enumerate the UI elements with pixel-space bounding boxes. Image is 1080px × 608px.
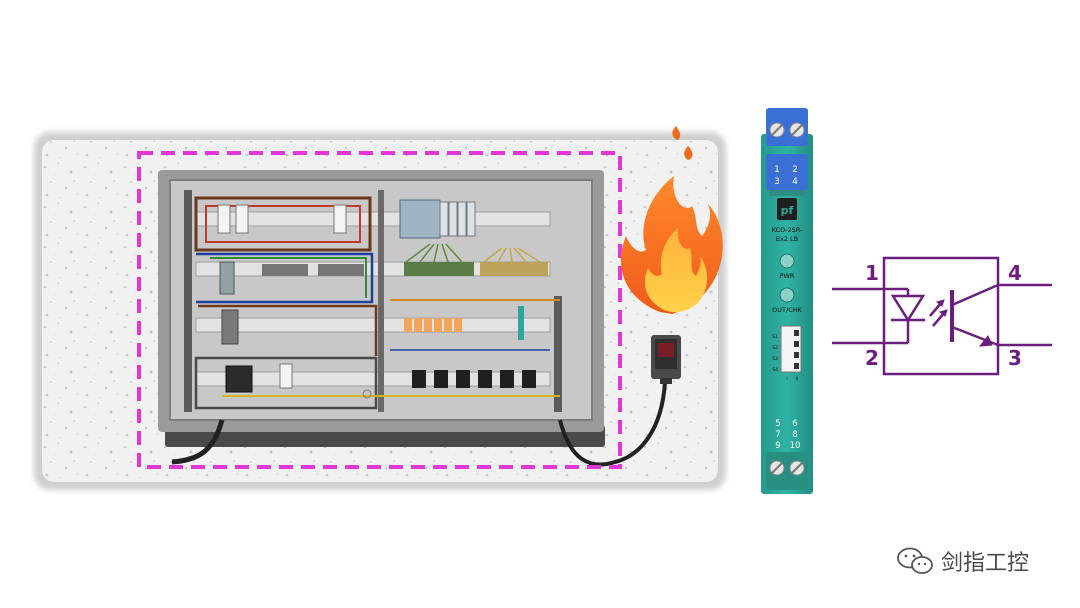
watermark: 剑指工控 — [895, 544, 1029, 578]
switch-label: S3 — [772, 356, 778, 362]
pin-label: 4 — [1008, 261, 1022, 285]
model-label: Ex2.LB — [776, 235, 798, 243]
switch-label: S1 — [772, 334, 778, 340]
photo-sensor — [651, 335, 681, 384]
terminal-label: 10 — [790, 441, 801, 451]
switch-pos-label: II — [796, 376, 799, 382]
led-pwr-label: PWR — [780, 272, 795, 280]
switch-label: S4 — [772, 367, 778, 373]
terminal-label: 1 — [774, 165, 780, 175]
pin-label: 2 — [865, 346, 879, 370]
model-label: KCD-2SR- — [772, 226, 803, 234]
terminal-label: 6 — [792, 419, 797, 429]
hazard-zone-boundary — [137, 151, 622, 469]
terminal-label: 8 — [792, 430, 797, 440]
switch-label: S2 — [772, 345, 778, 351]
isolator-module: 1 2 3 4 pf KCD-2SR- Ex2.LB PWR OUT/CHK S… — [761, 108, 813, 494]
pin-label: 3 — [1008, 346, 1022, 370]
wechat-icon — [897, 547, 933, 574]
switch-pos-label: I — [786, 376, 787, 382]
led-out-label: OUT/CHK — [772, 306, 802, 314]
fire-icon — [620, 126, 723, 314]
brand-logo: pf — [781, 204, 794, 217]
terminal-label: 2 — [792, 165, 798, 175]
terminal-label: 7 — [775, 430, 780, 440]
cable — [171, 419, 225, 465]
terminal-label: 9 — [775, 441, 780, 451]
terminal-label: 3 — [774, 177, 780, 187]
optocoupler-symbol — [832, 256, 1052, 376]
sensor-cable — [558, 381, 667, 467]
watermark-text: 剑指工控 — [941, 551, 1030, 576]
terminal-label: 5 — [775, 419, 780, 429]
control-cabinet — [158, 170, 605, 447]
terminal-label: 4 — [792, 177, 798, 187]
pin-label: 1 — [865, 261, 879, 285]
